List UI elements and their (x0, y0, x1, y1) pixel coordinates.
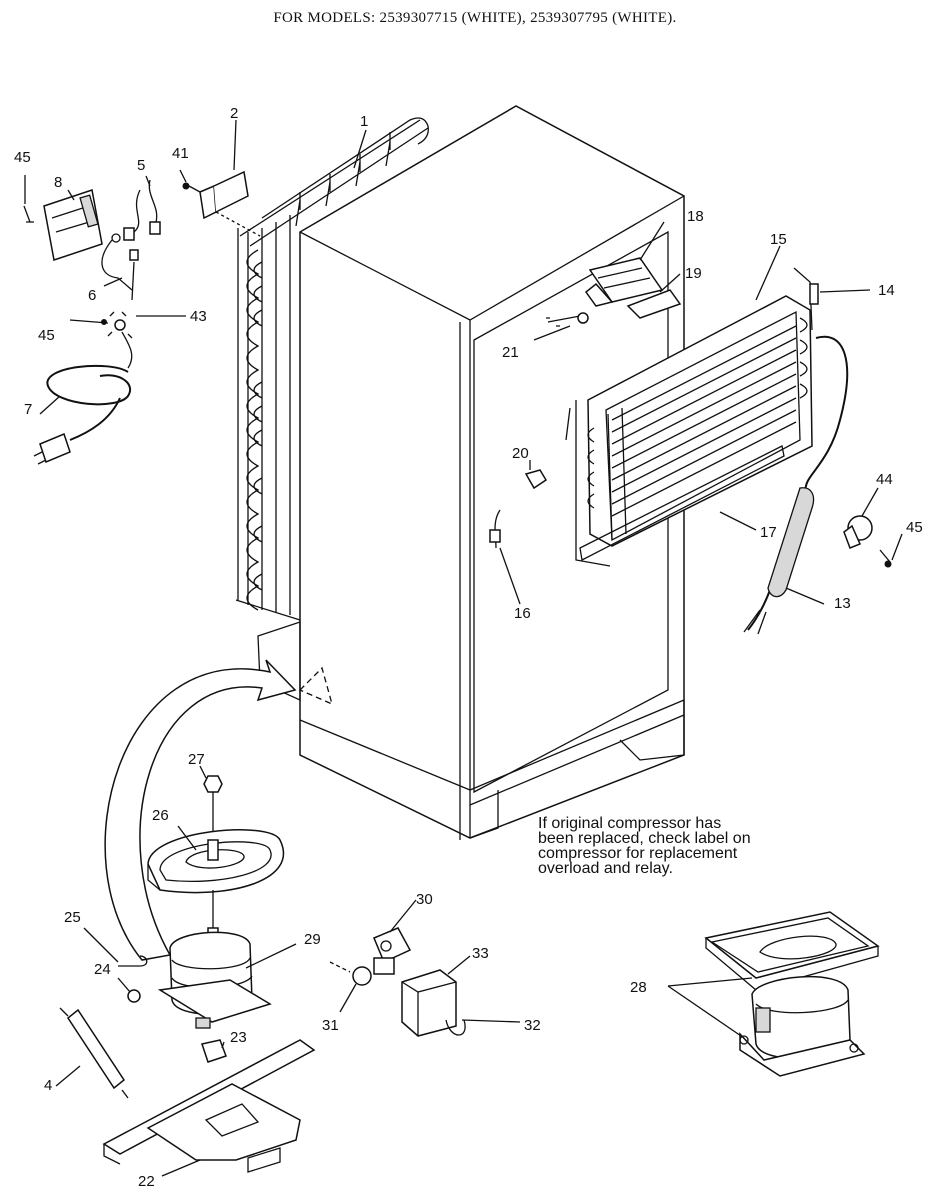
callout-13: 13 (834, 595, 851, 612)
callout-41: 41 (172, 145, 189, 162)
callout-8: 8 (54, 174, 62, 191)
callout-33: 33 (472, 945, 489, 962)
compressor-detail (704, 911, 880, 1077)
callout-2: 2 (230, 105, 238, 122)
note-line-3: compressor for replacement (538, 845, 738, 862)
callout-23: 23 (230, 1029, 247, 1046)
callout-15: 15 (770, 231, 787, 248)
callout-17: 17 (760, 524, 777, 541)
thermostat-bracket (43, 189, 103, 261)
callout-1: 1 (360, 113, 368, 130)
callout-numbers: 1 2 41 5 45 8 6 45 43 7 18 15 19 14 21 2… (14, 105, 923, 1190)
callout-45-mid: 45 (38, 327, 55, 344)
callout-19: 19 (685, 265, 702, 282)
callout-6: 6 (88, 287, 96, 304)
compressor-note: If original compressor has been replaced… (538, 815, 838, 877)
access-arrow-dashed (298, 666, 333, 706)
callout-44: 44 (876, 471, 893, 488)
filter-drier (59, 1007, 129, 1099)
power-cord (33, 331, 133, 465)
drain-pan (147, 829, 285, 894)
process-tube (118, 955, 148, 967)
nut-27 (203, 775, 223, 793)
wire-harness (101, 179, 161, 301)
callout-4: 4 (44, 1077, 52, 1094)
screw-top-left (23, 205, 34, 223)
callout-45-top: 45 (14, 149, 31, 166)
leader-lines (24, 119, 903, 1177)
grommet-24 (127, 989, 141, 1003)
thermistor-lead (494, 509, 501, 549)
callout-7: 7 (24, 401, 32, 418)
damper-sensor (524, 469, 548, 490)
compressor (157, 890, 272, 1029)
callout-25: 25 (64, 909, 81, 926)
callout-22: 22 (138, 1173, 155, 1190)
callout-16: 16 (514, 605, 531, 622)
assembly-arrow (104, 659, 297, 961)
grommet-23 (201, 1039, 227, 1063)
note-line-2: been replaced, check label on (538, 830, 751, 847)
note-line-4: overload and relay. (538, 860, 673, 877)
mounting-bracket (182, 170, 261, 237)
callout-14: 14 (878, 282, 895, 299)
callout-30: 30 (416, 891, 433, 908)
callout-28-upper: 28 (630, 979, 647, 996)
callout-27: 27 (188, 751, 205, 768)
callout-20: 20 (512, 445, 529, 462)
thermistor (489, 529, 501, 543)
overload-protector (401, 969, 466, 1037)
callout-18: 18 (687, 208, 704, 225)
condenser-coil (235, 117, 429, 621)
relay (373, 927, 412, 975)
relay-cover (329, 961, 372, 986)
harness-leads (743, 609, 767, 635)
callout-26: 26 (152, 807, 169, 824)
callout-31: 31 (322, 1017, 339, 1034)
callout-29: 29 (304, 931, 321, 948)
note-line-1: If original compressor has (538, 815, 722, 832)
defrost-harness (747, 335, 849, 631)
callout-43: 43 (190, 308, 207, 325)
callout-24: 24 (94, 961, 111, 978)
refrigerator-cabinet (299, 105, 685, 840)
callout-21: 21 (502, 344, 519, 361)
callout-5: 5 (137, 157, 145, 174)
models-header: FOR MODELS: 2539307715 (WHITE), 25393077… (273, 10, 677, 26)
cord-clip (69, 311, 133, 339)
base-rail (102, 1039, 316, 1173)
harness-sleeve (767, 487, 815, 598)
callout-45-right: 45 (906, 519, 923, 536)
callout-32: 32 (524, 1017, 541, 1034)
base-access-outline (257, 621, 301, 702)
light-socket (843, 515, 892, 568)
evaporator-coil (565, 267, 819, 567)
